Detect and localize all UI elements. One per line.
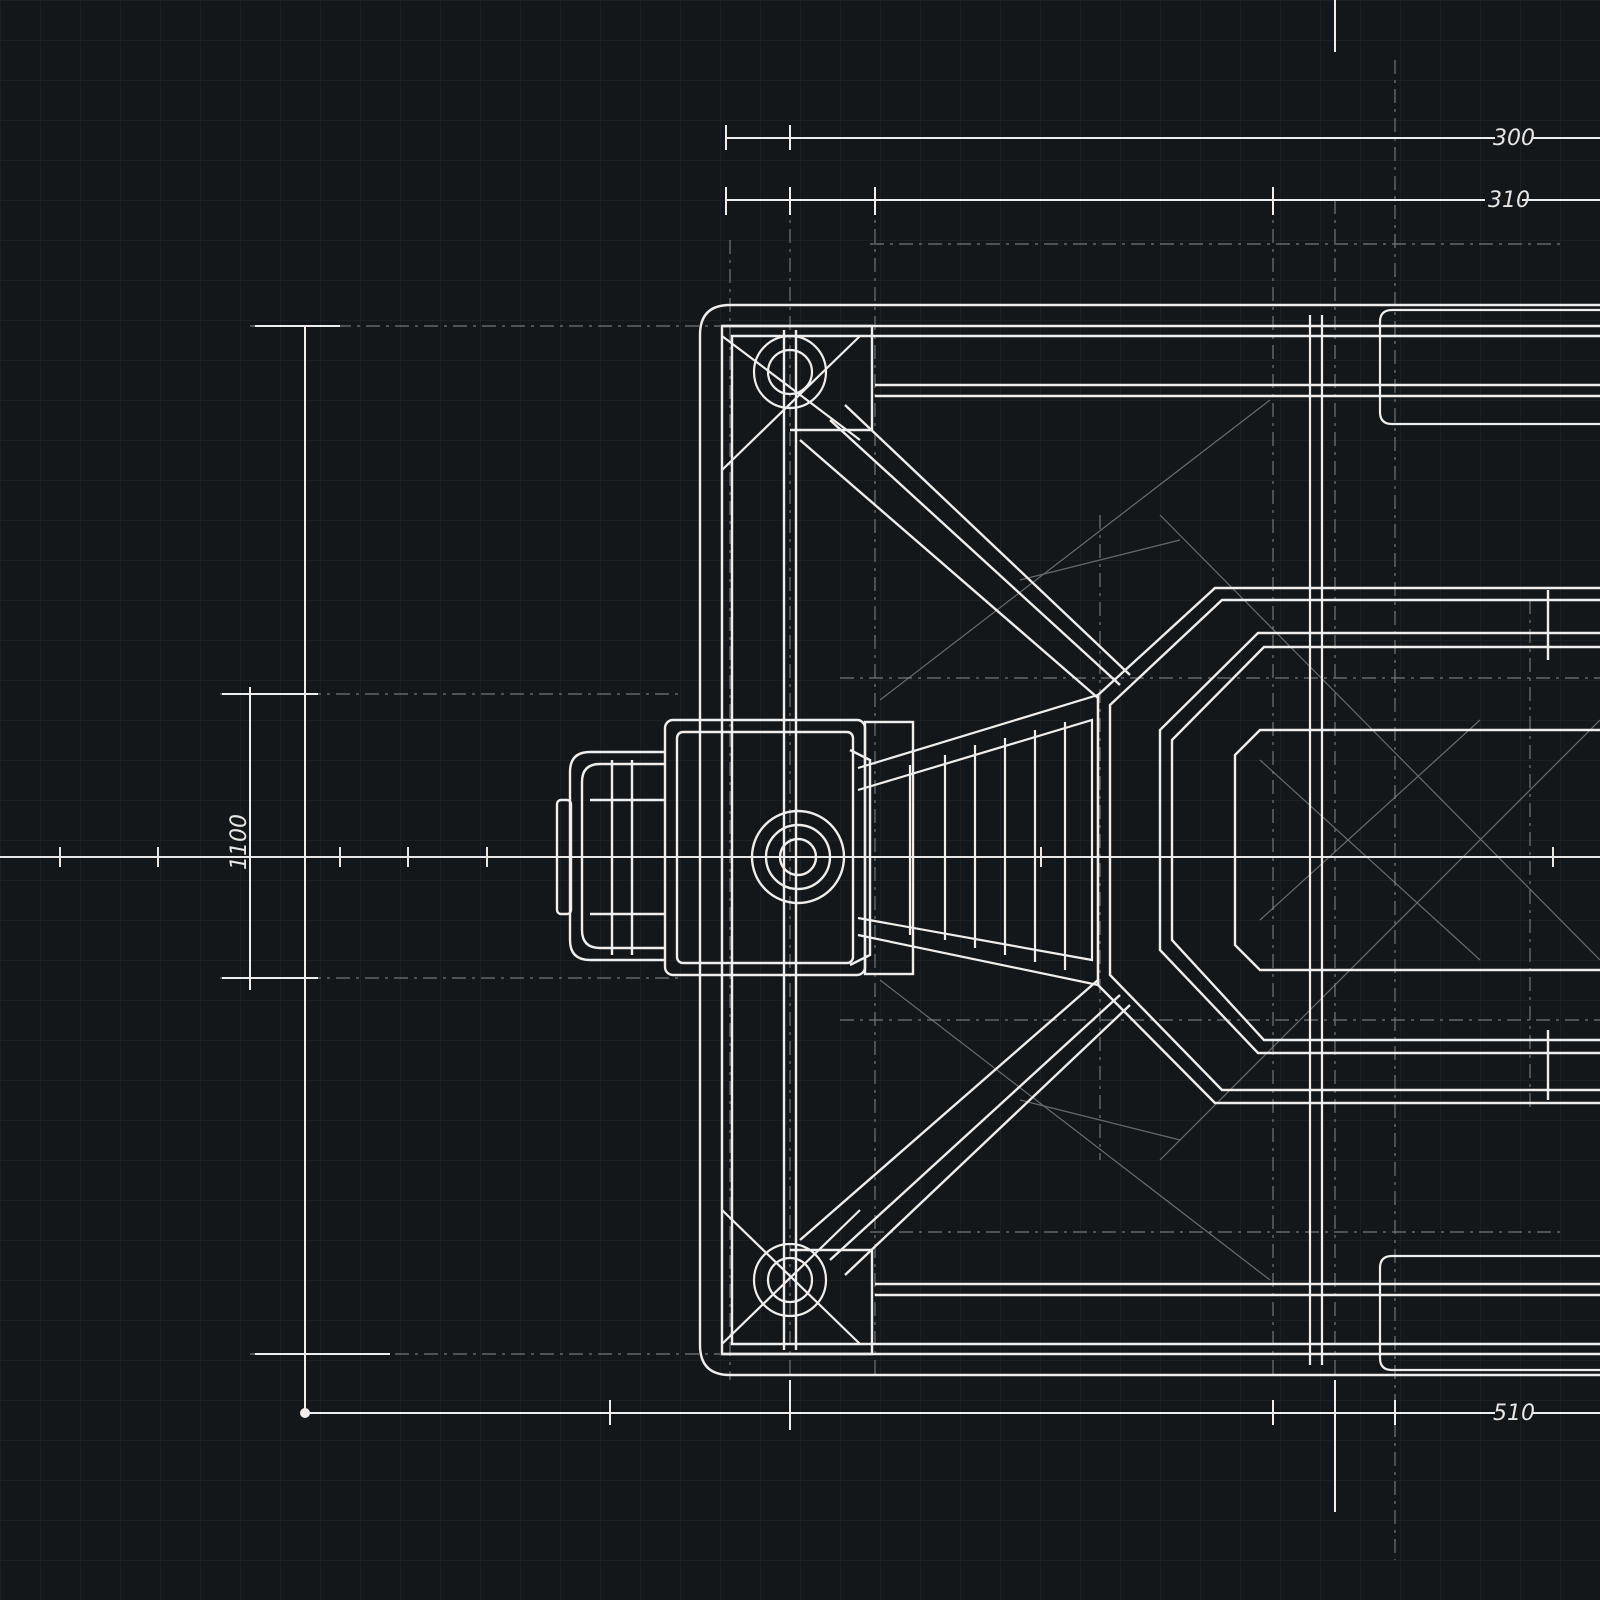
- dimension-label-bottom: 510: [1493, 1401, 1535, 1426]
- main-centerline: [0, 847, 1600, 867]
- dimension-label-top-1: 300: [1493, 126, 1535, 151]
- dimension-origin-dot: [300, 1408, 310, 1418]
- cylinder-nose: [555, 750, 665, 962]
- dimension-label-left-vertical: 1100: [227, 814, 252, 870]
- tapered-neck: [857, 693, 1100, 987]
- outer-frame: [698, 303, 1600, 1377]
- corner-bolts: [721, 334, 861, 1345]
- hub-block: [663, 718, 915, 977]
- dimension-lines: [222, 0, 1600, 1512]
- diagonal-struts: [799, 404, 1131, 1276]
- rail-slots: [1308, 308, 1600, 1372]
- dimension-label-top-2: 310: [1488, 188, 1530, 213]
